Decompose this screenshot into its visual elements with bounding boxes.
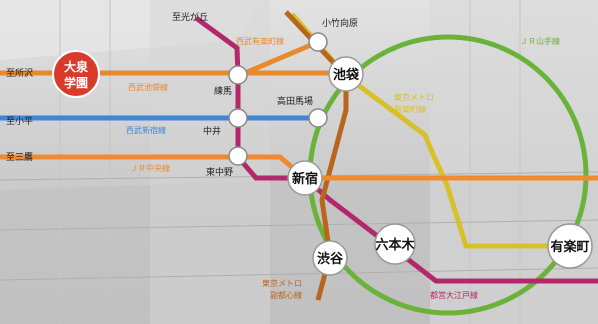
direction-kodaira: 至小平 <box>6 116 33 127</box>
station-name-nerima: 練馬 <box>214 85 232 97</box>
direction-mitaka: 至三鷹 <box>6 151 33 163</box>
line-label-seibu-yurakucho: 西武有楽町線 <box>236 36 284 46</box>
station-name-shinjuku: 新宿 <box>292 171 318 187</box>
line-label-metro-yurakucho-1: 東京メトロ <box>394 92 434 102</box>
station-marker-takadanobaba[interactable] <box>308 108 328 128</box>
major-stations <box>287 56 593 276</box>
station-marker-higashinakano[interactable] <box>228 146 248 166</box>
station-marker-roppongi[interactable] <box>374 223 416 265</box>
line-label-seibu-shinjuku: 西武新宿線 <box>126 125 166 135</box>
station-marker-nerima[interactable] <box>228 65 248 85</box>
line-label-toei-oedo: 都営大江戸線 <box>430 290 478 300</box>
station-marker-ikebukuro[interactable] <box>328 56 364 92</box>
station-name-higashinakano: 東中野 <box>206 166 233 178</box>
line-label-metro-yurakucho-2: 有楽町線 <box>394 104 426 114</box>
station-marker-shibuya[interactable] <box>312 240 348 276</box>
line-label-jr-chuo: ＪＲ中央線 <box>130 163 170 173</box>
line-label-metro-fukutoshin-2: 副都心線 <box>270 290 302 300</box>
station-marker-nakai[interactable] <box>228 108 248 128</box>
school-name-line2: 学園 <box>64 75 88 90</box>
station-name-nakai: 中井 <box>203 125 221 137</box>
station-marker-kotakemukaihara[interactable] <box>308 32 328 52</box>
station-name-takadanobaba: 高田馬場 <box>277 95 313 107</box>
station-name-ikebukuro: 池袋 <box>333 67 360 83</box>
school-badge[interactable]: 大泉 学園 <box>52 50 100 98</box>
small-stations <box>228 32 328 166</box>
seibu-yurakucho-line <box>237 39 319 79</box>
line-label-metro-fukutoshin-1: 東京メトロ <box>262 278 302 288</box>
line-label-seibu-ikebukuro: 西武池袋線 <box>128 82 168 92</box>
station-name-kotakemukaihara: 小竹向原 <box>322 17 358 29</box>
line-label-jr-yamanote: ＪＲ山手線 <box>520 36 560 46</box>
school-name-line1: 大泉 <box>64 59 89 74</box>
direction-tokorozawa: 至所沢 <box>6 67 33 79</box>
station-marker-shinjuku[interactable] <box>287 160 323 196</box>
station-marker-yurakucho[interactable] <box>547 223 593 269</box>
direction-hikarigaoka: 至光が丘 <box>172 11 208 23</box>
station-name-shibuya: 渋谷 <box>317 251 344 267</box>
station-name-yurakucho: 有楽町 <box>550 239 589 255</box>
station-name-roppongi: 六本木 <box>375 237 415 253</box>
